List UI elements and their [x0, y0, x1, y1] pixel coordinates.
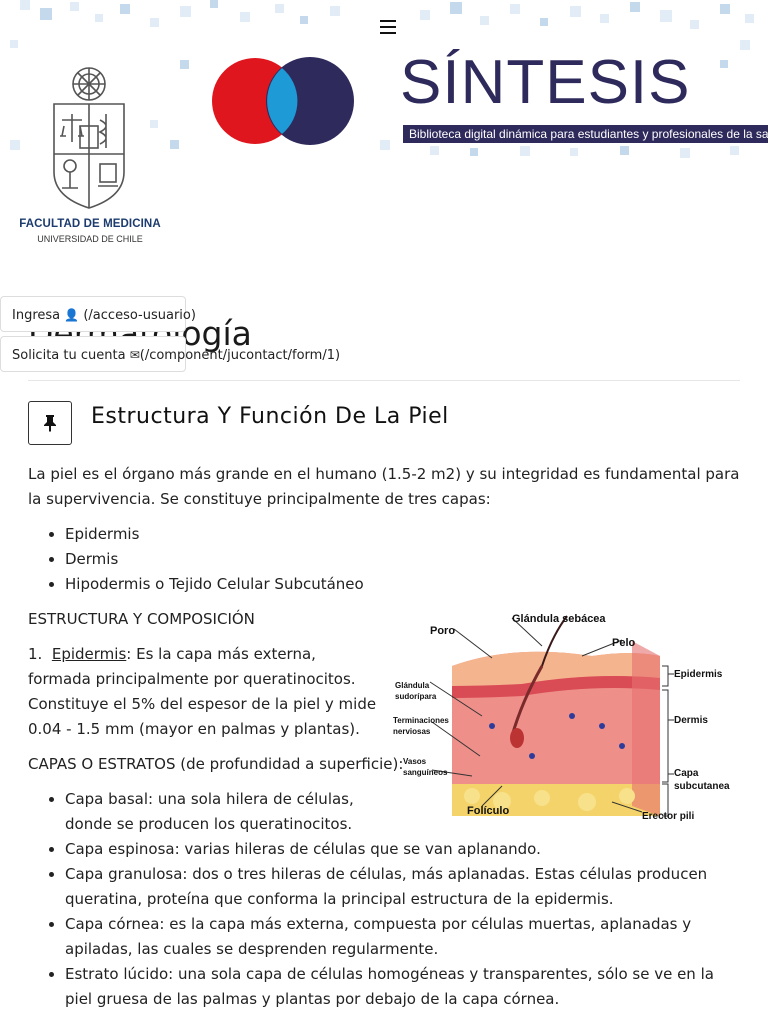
- label-subcutaneous-2: subcutanea: [674, 781, 730, 792]
- signup-button[interactable]: Solicita tu cuenta ✉(/component/jucontac…: [0, 336, 340, 372]
- skin-layers-list: Epidermis Dermis Hipodermis o Tejido Cel…: [28, 522, 740, 597]
- label-follicle: Folículo: [467, 805, 509, 817]
- list-item: Capa córnea: es la capa más externa, com…: [65, 912, 740, 962]
- divider: [28, 380, 740, 381]
- epidermis-paragraph: 1. Epidermis: Es la capa más externa, fo…: [28, 642, 383, 742]
- label-sebaceous-gland: Glándula sebácea: [512, 613, 606, 625]
- epidermis-text: : Es la capa más externa, formada princi…: [28, 645, 377, 738]
- signup-path: (/component/jucontact/form/1): [139, 348, 341, 363]
- label-pore: Poro: [430, 625, 455, 637]
- faculty-name: FACULTAD DE MEDICINA: [19, 218, 161, 230]
- label-subcutaneous-1: Capa: [674, 768, 699, 779]
- label-blood-vessels-2: sanguíneos: [403, 768, 448, 777]
- sintesis-logo-circles: [212, 57, 354, 145]
- label-blood-vessels-1: Vasos: [403, 757, 427, 766]
- article-intro: La piel es el órgano más grande en el hu…: [28, 465, 740, 508]
- epidermis-num: 1.: [28, 645, 43, 663]
- list-item: Dermis: [65, 547, 740, 572]
- list-item: Estrato lúcido: una sola capa de células…: [65, 962, 740, 1012]
- hamburger-menu-icon[interactable]: [380, 20, 396, 34]
- label-hair: Pelo: [612, 637, 636, 649]
- university-name: UNIVERSIDAD DE CHILE: [37, 234, 143, 244]
- brand-tagline: Biblioteca digital dinámica para estudia…: [403, 125, 768, 143]
- pushpin-icon: [44, 415, 56, 432]
- strata-list: Capa basal: una sola hilera de células, …: [28, 787, 740, 1012]
- list-item: Capa basal: una sola hilera de células, …: [65, 787, 375, 837]
- login-path: (/acceso-usuario): [83, 308, 196, 323]
- label-erector-pili: Erector pili: [642, 811, 694, 822]
- label-nerve-endings-1: Terminaciones: [393, 716, 449, 725]
- brand-name: SÍNTESIS: [400, 48, 691, 117]
- site-header: FACULTAD DE MEDICINA UNIVERSIDAD DE CHIL…: [0, 0, 768, 260]
- skin-structure-diagram: Glándula sebácea Poro Pelo Glándula sudo…: [393, 613, 730, 822]
- label-epidermis: Epidermis: [674, 669, 723, 680]
- article-body: La piel es el órgano más grande en el hu…: [28, 462, 740, 1022]
- label-sweat-gland-1: Glándula: [395, 681, 430, 690]
- label-nerve-endings-2: nerviosas: [393, 727, 431, 736]
- strata-heading: CAPAS O ESTRATOS (de profundidad a super…: [28, 755, 404, 773]
- label-dermis: Dermis: [674, 715, 708, 726]
- list-item: Capa granulosa: dos o tres hileras de cé…: [65, 862, 740, 912]
- section-heading: ESTRUCTURA Y COMPOSICIÓN: [28, 610, 255, 628]
- login-button[interactable]: Ingresa 👤 (/acceso-usuario): [0, 296, 196, 332]
- list-item: Epidermis: [65, 522, 740, 547]
- article-title: Estructura Y Función De La Piel: [91, 404, 449, 429]
- pin-button[interactable]: [28, 401, 72, 445]
- epidermis-link[interactable]: Epidermis: [51, 645, 127, 663]
- user-icon: 👤: [64, 308, 80, 322]
- label-sweat-gland-2: sudorípara: [395, 692, 437, 701]
- login-label: Ingresa: [12, 308, 61, 323]
- list-item: Capa espinosa: varias hileras de células…: [65, 837, 740, 862]
- envelope-icon: ✉: [129, 348, 140, 362]
- university-shield-logo: [53, 67, 125, 209]
- list-item: Hipodermis o Tejido Celular Subcutáneo: [65, 572, 740, 597]
- signup-label: Solicita tu cuenta: [12, 348, 126, 363]
